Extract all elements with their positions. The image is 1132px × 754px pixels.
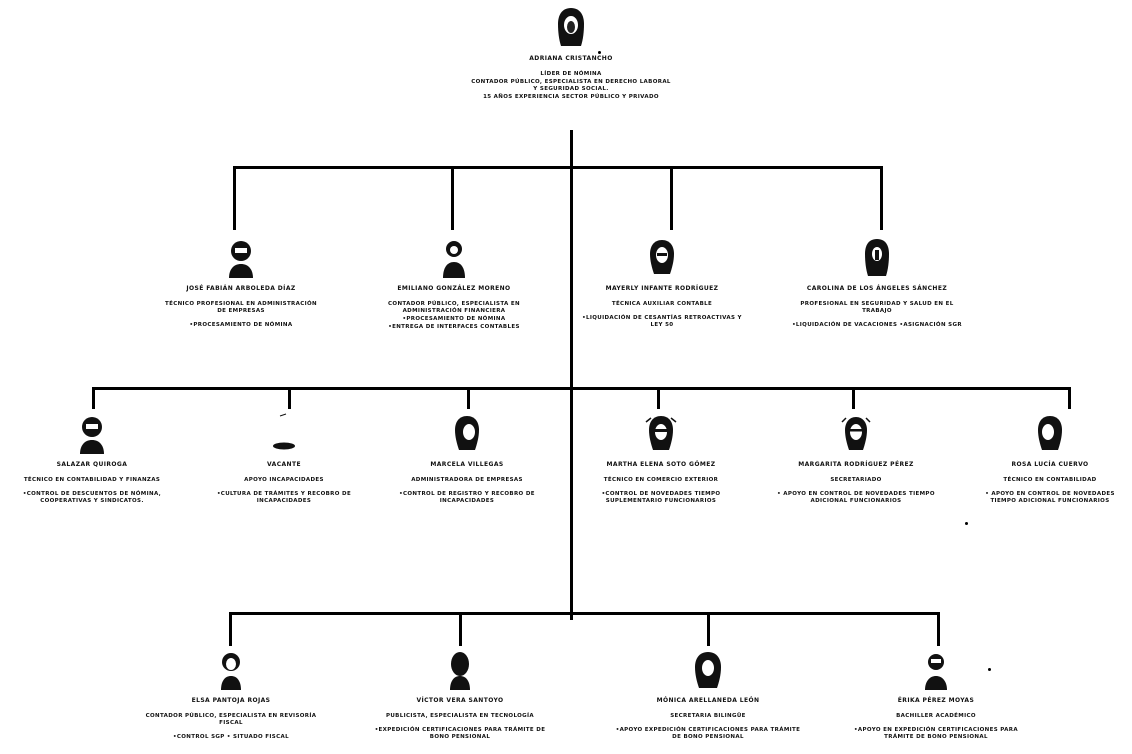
drop-l2-2 <box>288 387 291 409</box>
org-node-l1-2: EMILIANO GONZÁLEZ MORENO CONTADOR PÚBLIC… <box>359 236 549 330</box>
drop-l2-6 <box>1068 387 1071 409</box>
l3-2-name: VÍCTOR VERA SANTOYO <box>416 697 504 704</box>
vacant-icon <box>273 413 295 450</box>
drop-l1-4 <box>880 166 883 230</box>
l3-4-role-1: BACHILLER ACADÉMICO <box>896 712 976 719</box>
root-role-2: CONTADOR PÚBLICO, ESPECIALISTA EN DERECH… <box>471 78 671 92</box>
l1-2-role-1: CONTADOR PÚBLICO, ESPECIALISTA EN ADMINI… <box>388 300 520 314</box>
l2-5-name: MARGARITA RODRÍGUEZ PÉREZ <box>798 461 914 468</box>
l2-5-role-1: SECRETARIADO <box>830 476 882 483</box>
l2-6-name: ROSA LUCÍA CUERVO <box>1011 461 1089 468</box>
woman-icon <box>1038 416 1062 450</box>
l3-1-role-2: •CONTROL SGP • SITUADO FISCAL <box>173 733 289 740</box>
l3-3-role-2: •APOYO EXPEDICIÓN CERTIFICACIONES PARA T… <box>615 726 801 740</box>
woman-long-hair-icon <box>558 8 584 46</box>
root-role-3: 15 AÑOS EXPERIENCIA SECTOR PÚBLICO Y PRI… <box>483 93 659 100</box>
l2-2-role-2: •CULTURA DE TRÁMITES Y RECOBRO DE INCAPA… <box>216 490 352 504</box>
drop-l3-1 <box>229 612 232 646</box>
l1-1-name: JOSÉ FABIÁN ARBOLEDA DÍAZ <box>186 285 296 292</box>
scan-speck <box>598 51 601 54</box>
woman-long-hair-icon <box>865 239 889 276</box>
org-node-l2-5: MARGARITA RODRÍGUEZ PÉREZ SECRETARIADO •… <box>771 412 941 505</box>
drop-l2-3 <box>467 387 470 409</box>
l3-2-role-1: PUBLICISTA, ESPECIALISTA EN TECNOLOGÍA <box>385 712 535 719</box>
drop-l1-2 <box>451 166 454 230</box>
l2-4-name: MARTHA ELENA SOTO GÓMEZ <box>606 461 716 468</box>
man-icon <box>925 654 947 690</box>
l3-3-name: MÓNICA ARELLANEDA LEÓN <box>656 697 760 704</box>
l1-2-role-3: •ENTREGA DE INTERFACES CONTABLES <box>388 323 520 330</box>
l1-3-role-2: •LIQUIDACIÓN DE CESANTÍAS RETROACTIVAS Y… <box>582 314 742 328</box>
l2-2-role-1: APOYO INCAPACIDADES <box>244 476 324 483</box>
l2-6-role-2: • APOYO EN CONTROL DE NOVEDADES TIEMPO A… <box>985 490 1115 504</box>
trunk-line <box>570 130 573 620</box>
org-node-l3-4: ÉRIKA PÉREZ MOYAS BACHILLER ACADÉMICO •A… <box>841 648 1031 741</box>
man-icon <box>443 241 465 278</box>
org-node-l2-1: SALAZAR QUIROGA TÉCNICO EN CONTABILIDAD … <box>2 412 182 505</box>
l2-3-role-2: •CONTROL DE REGISTRO Y RECOBRO DE INCAPA… <box>399 490 535 504</box>
woman-icon <box>650 240 674 274</box>
bus-level3 <box>229 612 940 615</box>
drop-l3-4 <box>937 612 940 646</box>
root-name: ADRIANA CRISTANCHO <box>529 55 613 62</box>
l1-4-role-1: PROFESIONAL EN SEGURIDAD Y SALUD EN EL T… <box>800 300 954 314</box>
l2-3-role-1: ADMINISTRADORA DE EMPRESAS <box>411 476 523 483</box>
root-role-1: LÍDER DE NÓMINA <box>540 70 602 77</box>
woman-glasses-icon <box>645 416 677 450</box>
man-icon <box>450 652 470 690</box>
man-beard-icon <box>229 241 253 278</box>
scan-speck <box>965 522 968 525</box>
l1-2-role-2: •PROCESAMIENTO DE NÓMINA <box>402 315 506 322</box>
l3-4-role-2: •APOYO EN EXPEDICIÓN CERTIFICACIONES PAR… <box>854 726 1018 740</box>
l1-2-name: EMILIANO GONZÁLEZ MORENO <box>397 285 511 292</box>
l3-1-name: ELSA PANTOJA ROJAS <box>191 697 271 704</box>
woman-glasses-icon <box>841 417 871 450</box>
drop-l3-2 <box>459 612 462 646</box>
scan-speck <box>988 668 991 671</box>
l3-2-role-2: •EXPEDICIÓN CERTIFICACIONES PARA TRÁMITE… <box>374 726 546 740</box>
drop-l3-3 <box>707 612 710 646</box>
l2-2-name: VACANTE <box>267 461 301 468</box>
l1-4-name: CAROLINA DE LOS ÁNGELES SÁNCHEZ <box>806 285 948 292</box>
l2-4-role-1: TÉCNICO EN COMERCIO EXTERIOR <box>603 476 719 483</box>
org-node-l3-2: VÍCTOR VERA SANTOYO PUBLICISTA, ESPECIAL… <box>365 648 555 741</box>
l2-5-role-2: • APOYO EN CONTROL DE NOVEDADES TIEMPO A… <box>777 490 935 504</box>
l2-4-role-2: •CONTROL DE NOVEDADES TIEMPO SUPLEMENTAR… <box>601 490 721 504</box>
drop-l1-3 <box>670 166 673 230</box>
l1-3-name: MAYERLY INFANTE RODRÍGUEZ <box>605 285 719 292</box>
bus-level2 <box>92 387 1071 390</box>
org-node-l2-4: MARTHA ELENA SOTO GÓMEZ TÉCNICO EN COMER… <box>576 412 746 505</box>
l2-1-name: SALAZAR QUIROGA <box>56 461 128 468</box>
man-beard-icon <box>80 417 104 454</box>
org-node-l2-3: MARCELA VILLEGAS ADMINISTRADORA DE EMPRE… <box>382 412 552 505</box>
l3-3-role-1: SECRETARIA BILINGÜE <box>670 712 746 719</box>
l1-3-role-1: TÉCNICA AUXILIAR CONTABLE <box>611 300 713 307</box>
l2-1-role-2: •CONTROL DE DESCUENTOS DE NÓMINA, COOPER… <box>22 490 162 504</box>
woman-long-hair-icon <box>695 652 721 688</box>
drop-l1-1 <box>233 166 236 230</box>
org-node-l1-4: CAROLINA DE LOS ÁNGELES SÁNCHEZ PROFESIO… <box>792 236 962 329</box>
l1-4-role-2: •LIQUIDACIÓN DE VACACIONES •ASIGNACIÓN S… <box>792 321 962 328</box>
woman-icon <box>221 653 241 690</box>
l1-1-role-2: •PROCESAMIENTO DE NÓMINA <box>189 321 293 328</box>
l3-1-role-1: CONTADOR PÚBLICO, ESPECIALISTA EN REVISO… <box>145 712 317 726</box>
org-node-l3-3: MÓNICA ARELLANEDA LEÓN SECRETARIA BILING… <box>613 648 803 741</box>
l2-6-role-1: TÉCNICO EN CONTABILIDAD <box>1003 476 1097 483</box>
l2-1-role-1: TÉCNICO EN CONTABILIDAD Y FINANZAS <box>23 476 161 483</box>
drop-l2-1 <box>92 387 95 409</box>
woman-icon <box>455 416 479 450</box>
org-node-l2-2: VACANTE APOYO INCAPACIDADES •CULTURA DE … <box>199 412 369 505</box>
org-node-l2-6: ROSA LUCÍA CUERVO TÉCNICO EN CONTABILIDA… <box>975 412 1125 505</box>
org-node-l3-1: ELSA PANTOJA ROJAS CONTADOR PÚBLICO, ESP… <box>141 648 321 741</box>
org-node-l1-1: JOSÉ FABIÁN ARBOLEDA DÍAZ TÉCNICO PROFES… <box>161 236 321 329</box>
bus-level1 <box>233 166 883 169</box>
drop-l2-4 <box>657 387 660 409</box>
l3-4-name: ÉRIKA PÉREZ MOYAS <box>897 697 975 704</box>
l2-3-name: MARCELA VILLEGAS <box>430 461 504 468</box>
l1-1-role-1: TÉCNICO PROFESIONAL EN ADMINISTRACIÓN DE… <box>164 300 318 314</box>
drop-l2-5 <box>852 387 855 409</box>
org-node-l1-3: MAYERLY INFANTE RODRÍGUEZ TÉCNICA AUXILI… <box>577 236 747 329</box>
org-node-root: ADRIANA CRISTANCHO LÍDER DE NÓMINA CONTA… <box>471 6 671 100</box>
